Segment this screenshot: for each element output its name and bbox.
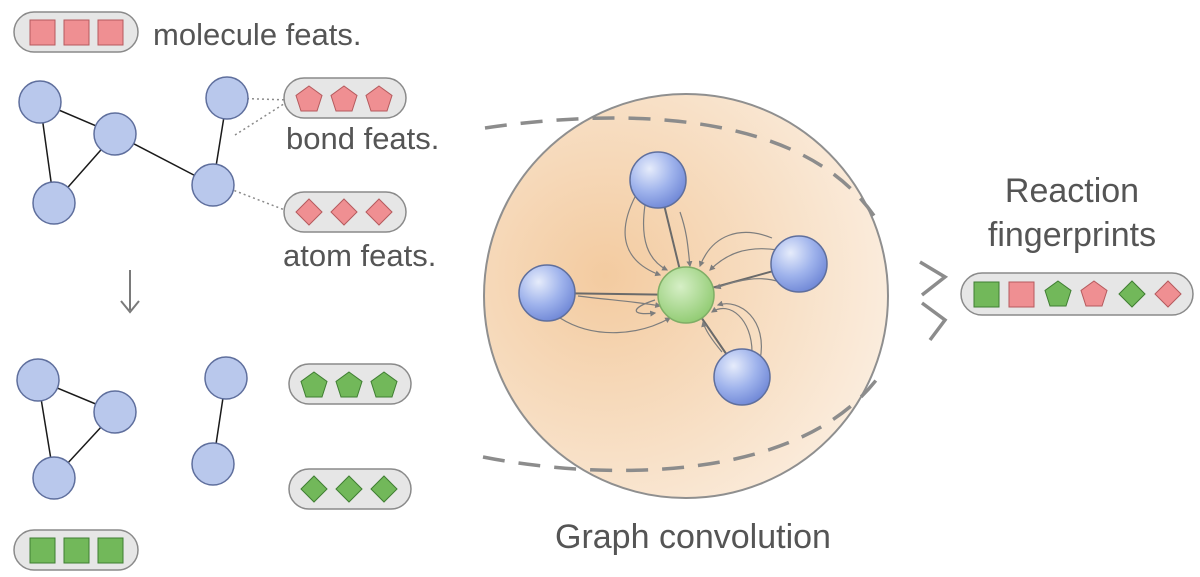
atom-feats-label: atom feats.: [283, 238, 436, 273]
fingerprint-diamond: [1154, 280, 1182, 308]
updated-atom-diamond: [370, 475, 398, 503]
fingerprint-pentagon: [1044, 280, 1072, 307]
down-arrow-icon: [120, 270, 140, 314]
atom-node: [191, 163, 235, 207]
updated-molecule-feats-pill: [13, 529, 139, 571]
output-molecule-graph: [16, 356, 248, 500]
fingerprint-square: [973, 281, 1000, 308]
atom-node: [18, 80, 62, 124]
updated-bond-pentagon: [370, 371, 398, 398]
molecule-feature-square: [97, 19, 124, 46]
atom-node: [204, 356, 248, 400]
updated-molecule-square: [29, 537, 56, 564]
updated-molecule-square: [63, 537, 90, 564]
bond-feature-pentagon: [295, 85, 323, 112]
updated-bond-feats-pill: [288, 363, 412, 405]
pool-arrow-icon: [919, 260, 949, 342]
bond-feature-pentagon: [365, 85, 393, 112]
updated-bond-pentagon: [300, 371, 328, 398]
atom-feats-pill: [283, 191, 407, 233]
zoom-line-top: [484, 116, 882, 226]
molecule-feature-square: [29, 19, 56, 46]
atom-node: [205, 76, 249, 120]
atom-node: [32, 181, 76, 225]
fingerprint-diamond: [1118, 280, 1146, 308]
atom-node: [93, 112, 137, 156]
neighbor-node: [518, 264, 576, 322]
neighbor-node: [770, 235, 828, 293]
bond-feature-pentagon: [330, 85, 358, 112]
center-node: [657, 266, 715, 324]
convolution-nodes: [518, 151, 828, 406]
molecule-feats-label: molecule feats.: [153, 17, 362, 52]
atom-node: [16, 358, 60, 402]
updated-atom-feats-pill: [288, 468, 412, 510]
input-molecule-graph: [18, 76, 291, 225]
updated-molecule-square: [97, 537, 124, 564]
atom-feature-diamond: [295, 198, 323, 226]
neighbor-node: [629, 151, 687, 209]
graph-convolution-label: Graph convolution: [555, 518, 831, 556]
bond-feats-label: bond feats.: [286, 121, 439, 156]
reaction-label-line1: Reaction: [1005, 172, 1139, 210]
molecule-feature-square: [63, 19, 90, 46]
atom-node: [93, 390, 137, 434]
updated-atom-diamond: [300, 475, 328, 503]
updated-atom-diamond: [335, 475, 363, 503]
atom-feature-diamond: [365, 198, 393, 226]
fingerprint-pentagon: [1080, 280, 1108, 307]
bond-feats-pill: [283, 77, 407, 119]
message-passing-arrows: [559, 194, 781, 361]
reaction-fingerprint-pill: [960, 272, 1194, 316]
atom-node: [191, 442, 235, 486]
zoom-line-bottom: [482, 373, 882, 473]
fingerprint-square: [1008, 281, 1035, 308]
atom-feature-diamond: [330, 198, 358, 226]
updated-bond-pentagon: [335, 371, 363, 398]
atom-node: [32, 456, 76, 500]
reaction-label-line2: fingerprints: [988, 216, 1156, 254]
molecule-feats-pill: [13, 11, 139, 53]
neighbor-node: [713, 348, 771, 406]
